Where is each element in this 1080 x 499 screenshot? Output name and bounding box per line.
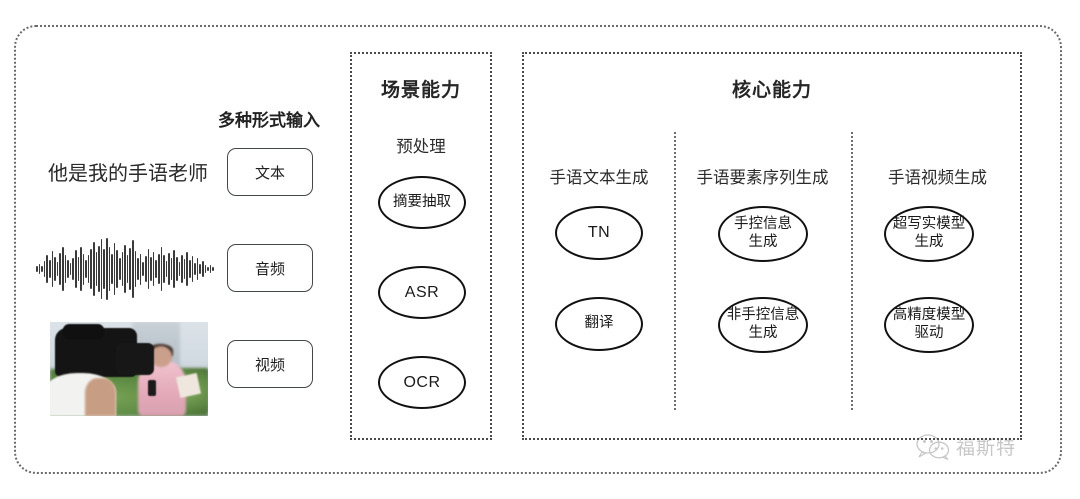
core-column-divider-2 [851, 132, 853, 410]
wechat-icon [916, 433, 950, 460]
core-column-header-element-sequence: 手语要素序列生成 [696, 169, 829, 187]
sample-input-text: 他是我的手语老师 [48, 163, 208, 185]
scene-capability-panel: 场景能力 预处理 摘要抽取 ASR OCR [350, 52, 492, 440]
core-node-nonmanual-info-generation[interactable]: 非手控信息 生成 [718, 297, 808, 353]
input-tag-audio[interactable]: 音频 [227, 244, 313, 292]
input-section-header: 多种形式输入 [218, 111, 320, 130]
scene-node-asr[interactable]: ASR [378, 266, 466, 319]
core-panel-title: 核心能力 [731, 80, 812, 101]
core-node-hyperrealistic-model-generation[interactable]: 超写实模型 生成 [884, 206, 974, 262]
input-tag-text[interactable]: 文本 [227, 148, 313, 196]
scene-column-header-preprocess: 预处理 [396, 138, 446, 156]
video-thumbnail-image [50, 322, 208, 416]
scene-node-ocr[interactable]: OCR [378, 356, 466, 409]
core-column-divider-1 [674, 132, 676, 410]
core-node-manual-info-generation[interactable]: 手控信息 生成 [718, 206, 808, 262]
scene-panel-title: 场景能力 [380, 80, 461, 101]
watermark-text: 福斯特 [956, 438, 1017, 459]
scene-node-summary-extraction[interactable]: 摘要抽取 [378, 176, 466, 229]
core-column-header-sign-text: 手语文本生成 [549, 169, 649, 187]
core-node-translation[interactable]: 翻译 [555, 297, 643, 351]
outer-frame [14, 25, 1062, 474]
core-column-header-sign-video: 手语视频生成 [888, 169, 987, 187]
core-node-high-precision-model-driving[interactable]: 高精度模型 驱动 [884, 297, 974, 353]
core-node-tn[interactable]: TN [555, 206, 643, 260]
core-capability-panel: 核心能力 手语文本生成 TN 翻译 手语要素序列生成 手控信息 生成 非手控信息… [522, 52, 1022, 440]
input-tag-video[interactable]: 视频 [227, 340, 313, 388]
watermark: 福斯特 [915, 433, 1016, 460]
audio-waveform-icon [36, 238, 214, 300]
